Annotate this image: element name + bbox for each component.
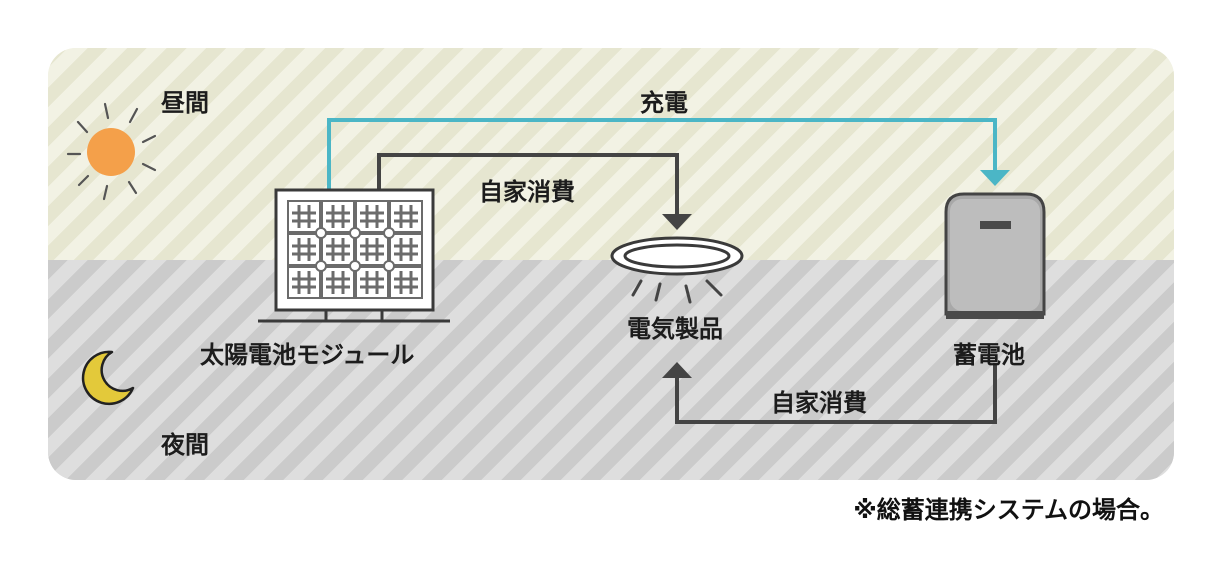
charge-arrow <box>327 118 1010 192</box>
solar-panel-icon <box>258 188 450 323</box>
sun-icon <box>66 102 157 201</box>
nighttime-label: 夜間 <box>161 431 209 459</box>
night-consumption-label: 自家消費 <box>771 389 867 417</box>
day-consumption-arrow <box>377 153 692 230</box>
battery-label: 蓄電池 <box>953 341 1025 369</box>
ceiling-light-icon <box>610 236 744 304</box>
appliance-label: 電気製品 <box>627 315 723 343</box>
solar-module-label: 太陽電池モジュール <box>200 341 415 369</box>
moon-icon <box>81 350 135 406</box>
daytime-label: 昼間 <box>161 89 209 117</box>
charge-label: 充電 <box>640 89 688 117</box>
battery-icon <box>944 192 1046 319</box>
night-consumption-arrow <box>662 362 997 424</box>
day-consumption-label: 自家消費 <box>479 178 575 206</box>
footnote: ※総蓄連携システムの場合。 <box>853 496 1164 524</box>
